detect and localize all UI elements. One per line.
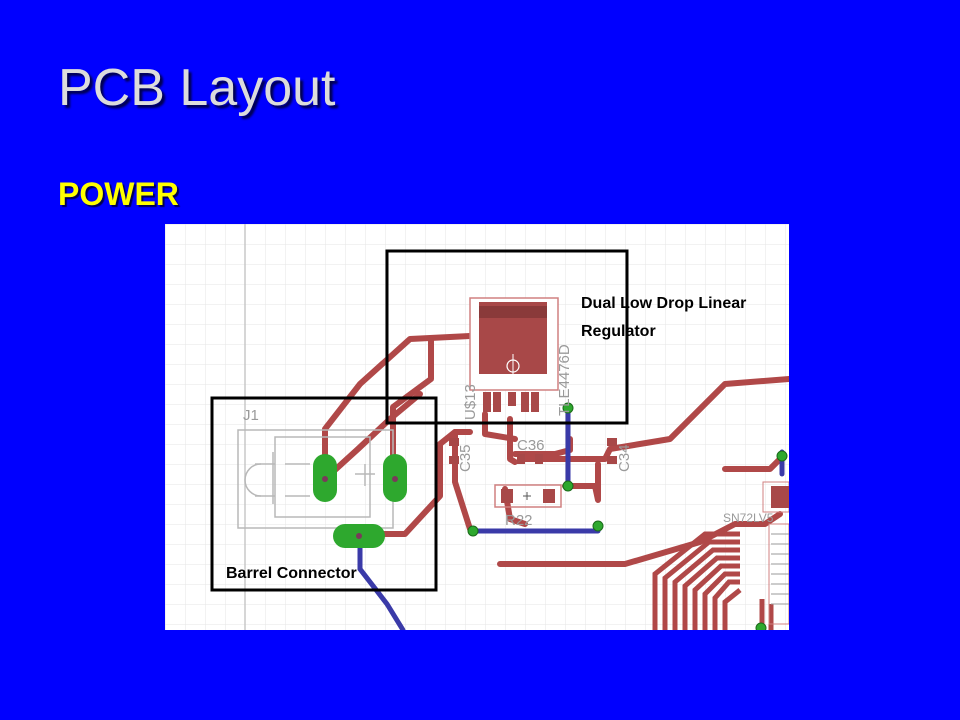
fanout-traces [652, 531, 774, 630]
r22-footprint [494, 484, 562, 508]
pcb-layout-image: J1 U$13 TLE4476D C35 C36 C34 R22 SN72LV5… [165, 224, 789, 630]
c35-label: C35 [457, 444, 474, 472]
regulator-annotation-line2: Regulator [581, 323, 656, 340]
u13-label: U$13 [462, 384, 479, 420]
vias [467, 402, 788, 630]
capacitor-footprints [449, 438, 617, 464]
sn-ic-footprint [762, 481, 789, 625]
regulator-highlight-box [385, 249, 629, 425]
barrel-connector-annotation: Barrel Connector [226, 565, 357, 582]
slide-subtitle: POWER [58, 176, 179, 212]
pcb-canvas: J1 U$13 TLE4476D C35 C36 C34 R22 SN72LV5… [165, 224, 789, 630]
c34-label: C34 [616, 444, 633, 472]
j1-label: J1 [243, 407, 259, 424]
part-number-label: TLE4476D [556, 344, 573, 416]
regulator-annotation-line1: Dual Low Drop Linear [581, 295, 746, 312]
c36-label: C36 [517, 437, 545, 454]
regulator-footprint [469, 297, 559, 412]
barrel-connector-highlight-box [210, 396, 438, 592]
slide-title: PCB Layout [58, 59, 336, 117]
barrel-pad-holes [322, 476, 398, 539]
sn-ic-label: SN72LV5 [723, 511, 774, 525]
r22-label: R22 [505, 512, 533, 529]
